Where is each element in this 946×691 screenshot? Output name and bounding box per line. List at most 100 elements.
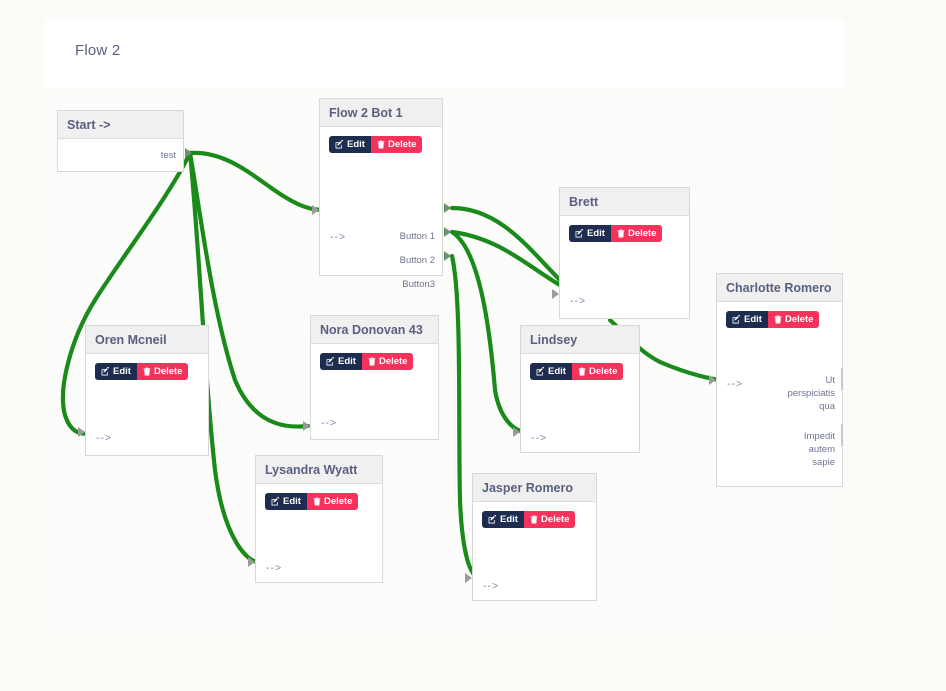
input-port[interactable]: --> [727,378,744,390]
node-title: Jasper Romero [482,480,574,495]
edit-button-label: Edit [283,496,301,507]
trash-icon [368,357,376,366]
delete-button[interactable]: Delete [610,225,663,242]
header-card: Flow 2 [45,20,845,88]
edit-pencil-icon [271,497,280,506]
edit-pencil-icon [101,367,110,376]
edit-button-label: Edit [587,228,605,239]
node-header: Charlotte Romero [717,274,842,302]
node-title: Nora Donovan 43 [320,322,423,337]
input-marker-oren [78,427,85,437]
edit-pencil-icon [732,315,741,324]
edit-button[interactable]: Edit [726,311,768,328]
output-marker-button-3 [444,251,451,261]
node-actions: Edit Delete [530,363,624,380]
node-jasper-romero[interactable]: Jasper Romero Edit Delete --> [472,473,597,601]
delete-button-label: Delete [784,314,814,325]
edit-button[interactable]: Edit [265,493,307,510]
edit-button[interactable]: Edit [95,363,137,380]
node-body: Edit Delete --> [256,484,382,582]
edit-button[interactable]: Edit [530,363,572,380]
node-lysandra-wyatt[interactable]: Lysandra Wyatt Edit Delete --> [255,455,383,583]
node-title: Lindsey [530,332,578,347]
node-title: Flow 2 Bot 1 [329,105,403,120]
node-title: Charlotte Romero [726,280,832,295]
node-title: Oren Mcneil [95,332,167,347]
delete-button[interactable]: Delete [523,511,576,528]
input-port[interactable]: --> [96,432,113,444]
node-body: Edit Delete --> Ut perspiciatis qua Impe… [717,302,842,486]
delete-button[interactable]: Delete [361,353,414,370]
output-port-test[interactable]: test [160,150,176,161]
node-actions: Edit Delete [569,225,663,242]
node-title: Lysandra Wyatt [265,462,358,477]
input-port[interactable]: --> [330,231,347,243]
edit-pencil-icon [536,367,545,376]
edit-button-label: Edit [744,314,762,325]
input-marker-lysandra [248,557,255,567]
node-brett[interactable]: Brett Edit Delete --> [559,187,690,319]
node-title: Start -> [67,117,111,132]
delete-button[interactable]: Delete [136,363,189,380]
node-body: Edit Delete --> [311,344,438,439]
trash-icon [143,367,151,376]
edit-button[interactable]: Edit [320,353,362,370]
input-marker-flow2bot1 [312,205,319,215]
node-body: Edit Delete --> [473,502,596,600]
edit-pencil-icon [326,357,335,366]
input-port[interactable]: --> [266,562,283,574]
node-actions: Edit Delete [320,353,414,370]
trash-icon [578,367,586,376]
input-port[interactable]: --> [570,295,587,307]
node-actions: Edit Delete [482,511,576,528]
input-port[interactable]: --> [321,417,338,429]
input-marker-nora [303,421,310,431]
output-marker-button-2 [444,227,451,237]
node-header: Start -> [58,111,183,139]
output-port-button-2[interactable]: Button 2 [399,255,435,266]
delete-button-label: Delete [378,356,408,367]
output-port-ut-perspiciatis[interactable]: Ut perspiciatis qua [787,375,835,412]
node-lindsey[interactable]: Lindsey Edit Delete --> [520,325,640,453]
node-header: Lindsey [521,326,639,354]
node-oren-mcneil[interactable]: Oren Mcneil Edit Delete --> [85,325,209,456]
delete-button-label: Delete [323,496,353,507]
delete-button[interactable]: Delete [571,363,624,380]
edit-button-label: Edit [347,139,365,150]
trash-icon [313,497,321,506]
edit-button-label: Edit [500,514,518,525]
input-marker-charlotte [709,375,716,385]
node-actions: Edit Delete [265,493,359,510]
node-flow2bot1[interactable]: Flow 2 Bot 1 Edit Delete --> Button 1 Bu… [319,98,443,290]
input-marker-lindsey [513,427,520,437]
node-title: Brett [569,194,599,209]
node-actions: Edit Delete [726,311,820,328]
node-header: Flow 2 Bot 1 [320,99,442,127]
edit-button[interactable]: Edit [329,136,371,153]
node-body: Edit Delete --> [86,354,208,455]
edit-button[interactable]: Edit [482,511,524,528]
output-port-button-3[interactable]: Button3 [402,279,435,290]
node-header: Jasper Romero [473,474,596,502]
delete-button[interactable]: Delete [767,311,820,328]
edit-button-label: Edit [113,366,131,377]
node-nora-donovan[interactable]: Nora Donovan 43 Edit Delete --> [310,315,439,440]
output-port-impedit-autem[interactable]: Impedit autem sapie [803,431,835,468]
input-port[interactable]: --> [531,432,548,444]
trash-icon [774,315,782,324]
page-title: Flow 2 [75,42,121,59]
node-body: Edit Delete --> [521,354,639,452]
node-start[interactable]: Start -> test [57,110,184,172]
delete-button[interactable]: Delete [306,493,359,510]
node-charlotte-romero[interactable]: Charlotte Romero Edit Delete --> Ut pers… [716,273,843,487]
node-actions: Edit Delete [95,363,189,380]
node-header: Nora Donovan 43 [311,316,438,344]
delete-button-label: Delete [627,228,657,239]
output-port-button-1[interactable]: Button 1 [399,231,435,242]
delete-button[interactable]: Delete [370,136,423,153]
delete-button-label: Delete [540,514,570,525]
edit-pencil-icon [335,140,344,149]
output-tick-1 [841,368,843,390]
input-port[interactable]: --> [483,580,500,592]
edit-button[interactable]: Edit [569,225,611,242]
